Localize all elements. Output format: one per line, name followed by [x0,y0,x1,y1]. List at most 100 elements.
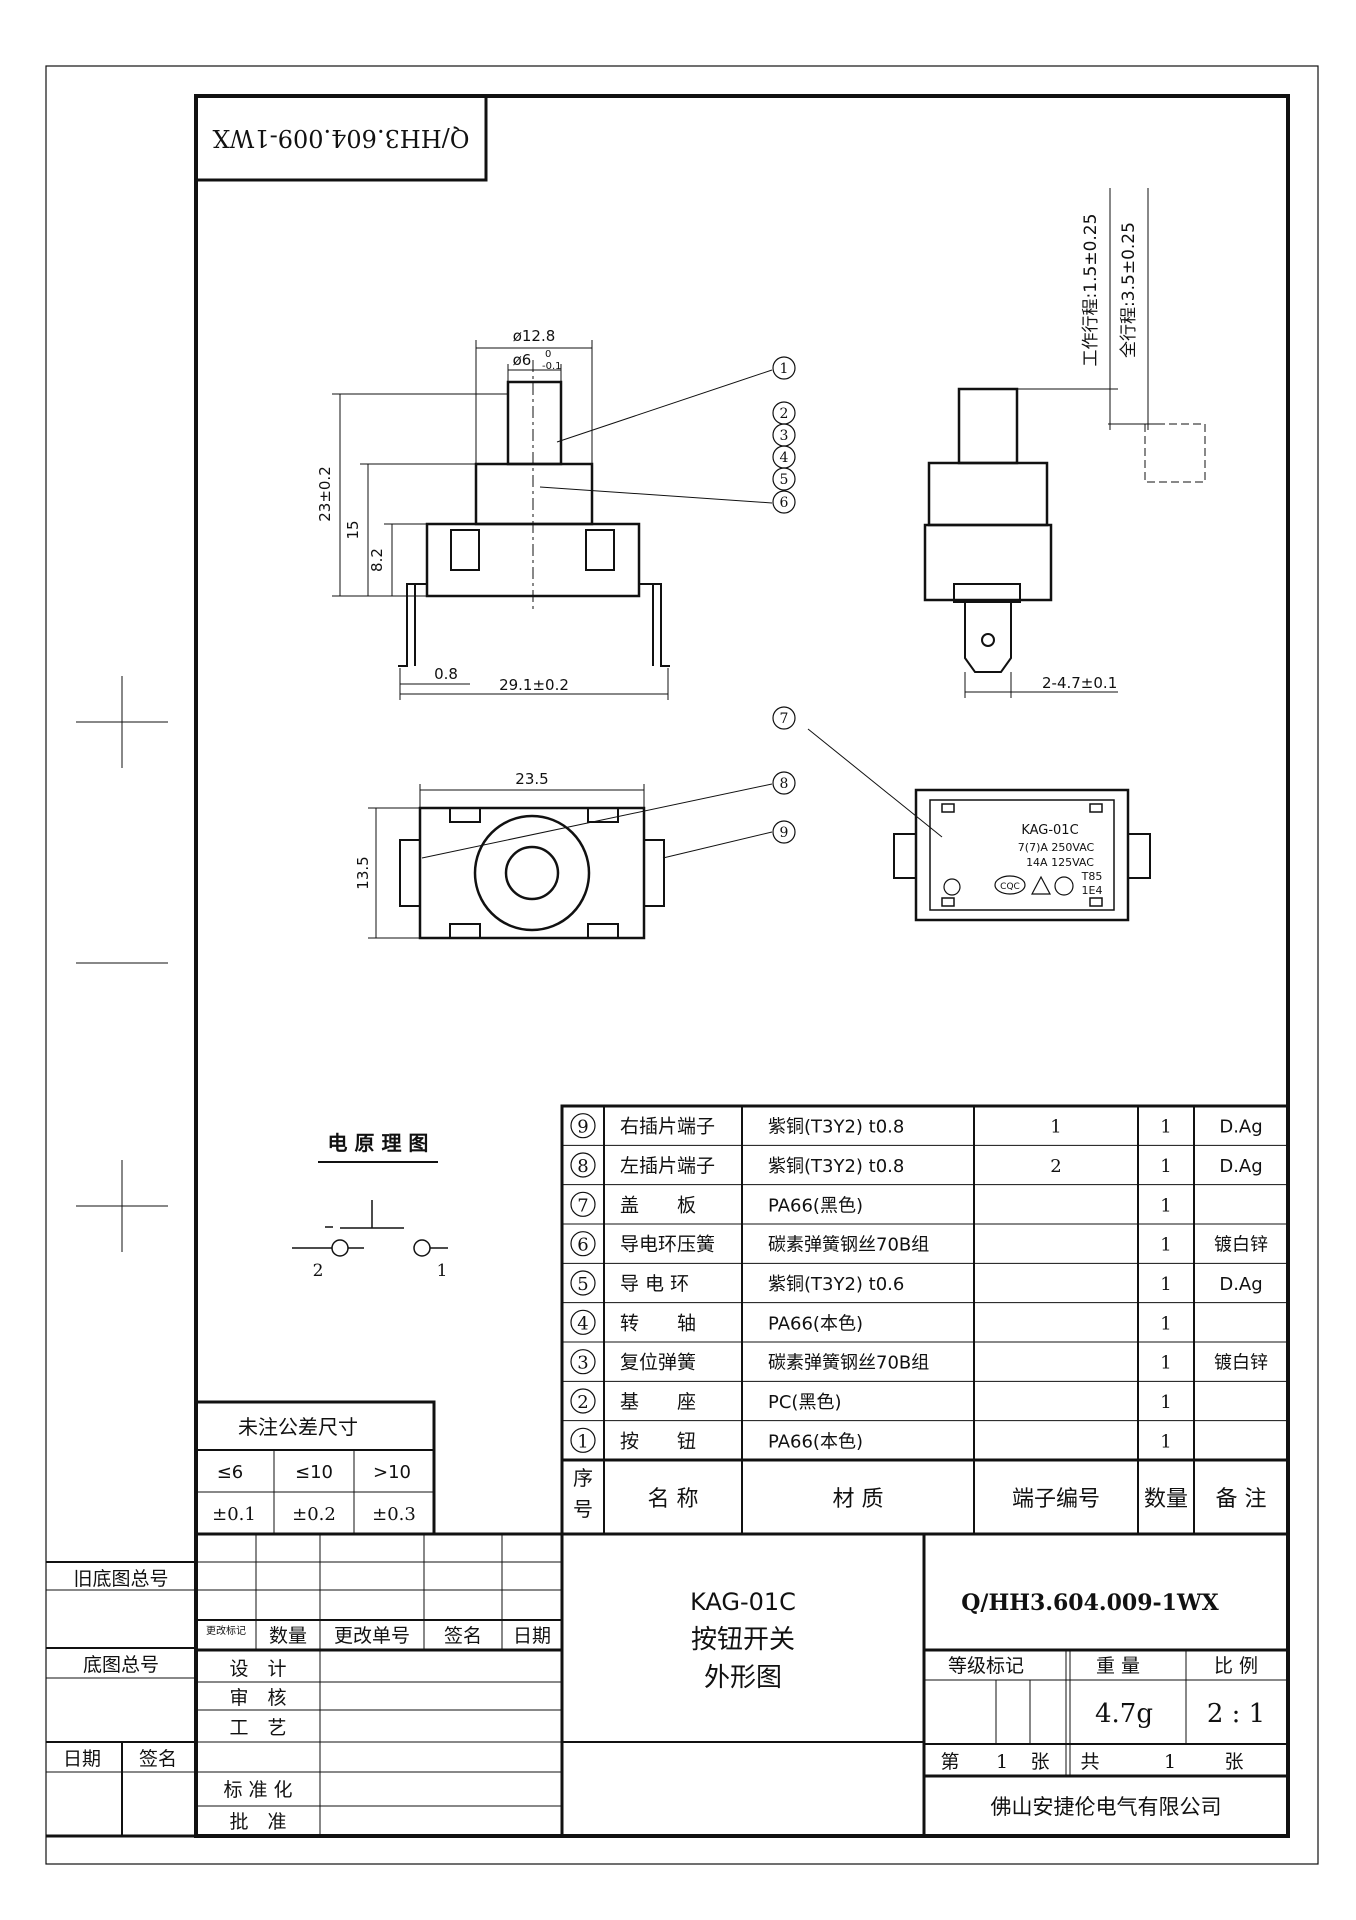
title-block-grid [194,1532,1290,1838]
front-view [398,360,670,667]
parts-cell-remark: 镀白锌 [1214,1353,1268,1374]
label-line1: 7(7)A 250VAC [1018,841,1095,854]
old-base-total-label: 旧底图总号 [73,1568,168,1590]
parts-cell-material: PA66(本色) [768,1431,863,1452]
parts-cell-terminal: 1 [1050,1117,1061,1138]
total-no: 1 [1164,1751,1176,1773]
parts-cell-qty: 1 [1160,1235,1171,1256]
parts-cell-qty: 1 [1160,1195,1171,1216]
ul-mark-icon [943,878,961,896]
rev-qty: 数量 [269,1625,307,1647]
parts-cell-name: 复位弹簧 [620,1352,696,1374]
parts-cell-name: 导 电 环 [620,1273,689,1295]
tolerance-v2: ±0.2 [292,1504,336,1525]
rev-approve: 批 准 [229,1811,286,1833]
rev-change-no: 更改单号 [334,1625,410,1647]
side-dimensions [964,188,1206,698]
dim-height-mid: 15 [344,520,362,539]
drawing-number-inverted: Q/HH3.604.009-1WX [213,124,470,152]
parts-cell-material: PC(黑色) [768,1392,841,1413]
rev-review: 审 核 [229,1687,286,1709]
sheet-no: 1 [996,1751,1008,1773]
margin-date-label: 日期 [63,1748,101,1770]
total-label-2: 张 [1224,1751,1243,1773]
parts-cell-material: 紫铜(T3Y2) t0.6 [768,1274,904,1295]
label-plate: KAG-01C 7(7)A 250VAC 14A 125VAC T85 1E4 … [943,823,1102,897]
parts-header-qty: 数量 [1144,1487,1188,1512]
warning-triangle-icon [1031,875,1051,895]
parts-header-no-2: 号 [573,1497,593,1521]
product-name: 按钮开关 [691,1625,795,1655]
label-line2: 14A 125VAC [1026,856,1094,869]
parts-cell-remark: D.Ag [1219,1274,1262,1295]
parts-cell-terminal: 2 [1050,1156,1061,1177]
parts-cell-remark: D.Ag [1219,1156,1262,1177]
rev-design: 设 计 [229,1658,286,1680]
parts-cell-material: 碳素弹簧钢丝70B组 [768,1235,929,1256]
leader-lines [421,369,943,859]
dim-top-depth: 13.5 [354,856,372,889]
tolerance-h3: >10 [373,1462,411,1483]
button-shaft [506,380,563,466]
left-pin [398,583,427,667]
callout-7: 7 [780,711,789,727]
parts-row-number-circle [570,1113,596,1139]
parts-header-no-1: 序 [573,1466,593,1490]
parts-cell-remark: 镀白锌 [1214,1235,1268,1256]
callout-2: 2 [780,406,789,422]
parts-header-terminal: 端子编号 [1012,1487,1100,1512]
parts-cell-name: 按 钮 [620,1430,696,1452]
tolerance-h2: ≤10 [295,1462,333,1483]
parts-cell-material: 紫铜(T3Y2) t0.8 [768,1156,904,1177]
tolerance-v3: ±0.3 [372,1504,416,1525]
approval-mark-icon [1054,876,1074,896]
company-name: 佛山安捷伦电气有限公司 [991,1795,1222,1819]
parts-cell-no: 8 [577,1156,588,1177]
callout-1: 1 [780,361,789,377]
cqc-mark-icon [994,875,1026,895]
bottom-view [893,788,1151,922]
tolerance-h1: ≤6 [217,1462,244,1483]
parts-row-number-circle [570,1427,596,1453]
parts-cell-qty: 1 [1160,1313,1171,1334]
callout-3: 3 [780,428,789,444]
total-label: 共 [1080,1751,1099,1773]
dim-width-pins: 29.1±0.2 [499,676,569,694]
parts-cell-no: 7 [577,1195,588,1216]
top-dimensions [368,784,645,939]
parts-cell-name: 导电环压簧 [620,1234,715,1256]
weight-value: 4.7g [1095,1699,1153,1729]
dim-height-total: 23±0.2 [316,466,334,522]
cqc-mark-text: CQC [1000,882,1020,892]
dim-shaft-tol-upper: 0 [545,349,551,360]
parts-cell-no: 3 [577,1353,588,1374]
side-view [923,387,1053,673]
sheet-label: 第 [940,1751,959,1773]
parts-cell-no: 2 [577,1392,588,1413]
parts-cell-name: 转 轴 [620,1312,696,1334]
dim-top-width: 23.5 [515,770,548,788]
drawing-number-box [194,94,488,182]
top-view [399,806,665,940]
dim-work-travel: 工作行程:1.5±0.25 [1081,214,1101,367]
callout-4: 4 [780,450,789,466]
drawing-type: 外形图 [704,1663,782,1693]
parts-cell-qty: 1 [1160,1392,1171,1413]
parts-row-number-circle [570,1152,596,1178]
parts-header-name: 名 称 [648,1487,699,1512]
circuit-terminal-2: 2 [313,1261,324,1281]
front-dimensions [332,340,669,700]
dim-pin-offset: 0.8 [434,665,458,683]
dim-outer-dia: ø12.8 [513,327,556,345]
parts-row-number-circle [570,1349,596,1375]
parts-list-grid [560,1104,1290,1536]
tolerance-title: 未注公差尺寸 [238,1415,358,1439]
parts-cell-qty: 1 [1160,1156,1171,1177]
base-slot-left [450,529,480,571]
parts-cell-qty: 1 [1160,1117,1171,1138]
parts-cell-qty: 1 [1160,1353,1171,1374]
parts-row-number-circle [570,1191,596,1217]
parts-header-remark: 备 注 [1216,1487,1267,1512]
circuit-diagram [292,1161,448,1257]
